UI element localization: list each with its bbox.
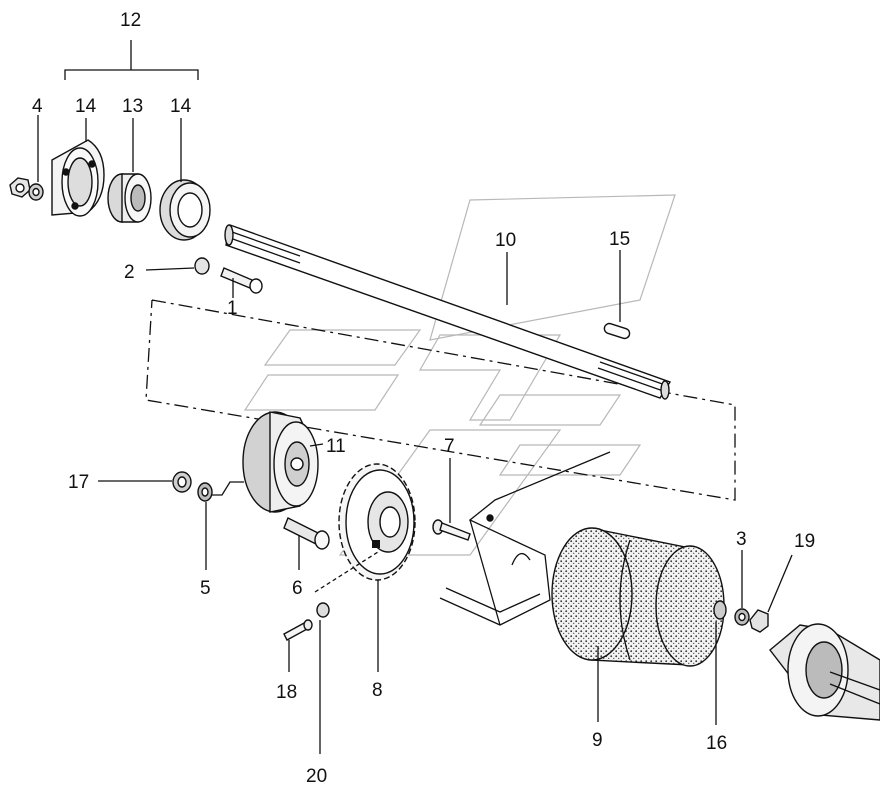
label-2: 2 bbox=[124, 262, 135, 283]
label-3: 3 bbox=[736, 529, 747, 550]
nut-20 bbox=[316, 602, 330, 618]
label-10: 10 bbox=[495, 230, 516, 251]
label-9: 9 bbox=[592, 730, 603, 751]
label-16: 16 bbox=[706, 733, 727, 754]
washer-5 bbox=[197, 482, 213, 502]
nut-washer-4 bbox=[9, 177, 44, 201]
label-11: 11 bbox=[326, 436, 346, 457]
drum-9 bbox=[551, 527, 725, 667]
label-20: 20 bbox=[306, 766, 327, 787]
label-14-right: 14 bbox=[170, 96, 192, 117]
bearing-flange-14-left bbox=[51, 139, 105, 217]
sprocket-8 bbox=[338, 463, 416, 581]
bolt-18 bbox=[283, 619, 313, 641]
label-15: 15 bbox=[609, 229, 630, 250]
label-12: 12 bbox=[120, 10, 141, 31]
label-18: 18 bbox=[276, 682, 297, 703]
key-15 bbox=[603, 322, 631, 340]
label-4: 4 bbox=[32, 96, 43, 117]
label-19: 19 bbox=[794, 531, 815, 552]
bearing-flange-14-right bbox=[159, 179, 211, 241]
label-1: 1 bbox=[227, 298, 238, 319]
label-7: 7 bbox=[444, 436, 455, 457]
bearing-13 bbox=[107, 173, 152, 223]
label-13: 13 bbox=[122, 96, 143, 117]
screw-6 bbox=[283, 517, 330, 550]
label-5: 5 bbox=[200, 578, 211, 599]
nut-2 bbox=[194, 257, 210, 275]
label-6: 6 bbox=[292, 578, 303, 599]
nut-19 bbox=[749, 609, 769, 633]
bolt-7 bbox=[432, 519, 471, 541]
hub-11 bbox=[242, 411, 319, 513]
bolt-1 bbox=[220, 267, 263, 294]
bushing-16 bbox=[713, 600, 727, 620]
splined-shaft-10 bbox=[224, 224, 672, 400]
nut-17 bbox=[172, 471, 192, 493]
washer-3 bbox=[734, 608, 750, 626]
label-17: 17 bbox=[68, 472, 89, 493]
group-bracket-12 bbox=[64, 69, 199, 80]
assembly-outline bbox=[145, 299, 736, 501]
frame-plate bbox=[439, 451, 611, 626]
label-8: 8 bbox=[372, 680, 383, 701]
label-14-left: 14 bbox=[75, 96, 97, 117]
coupling-hub bbox=[769, 623, 880, 721]
